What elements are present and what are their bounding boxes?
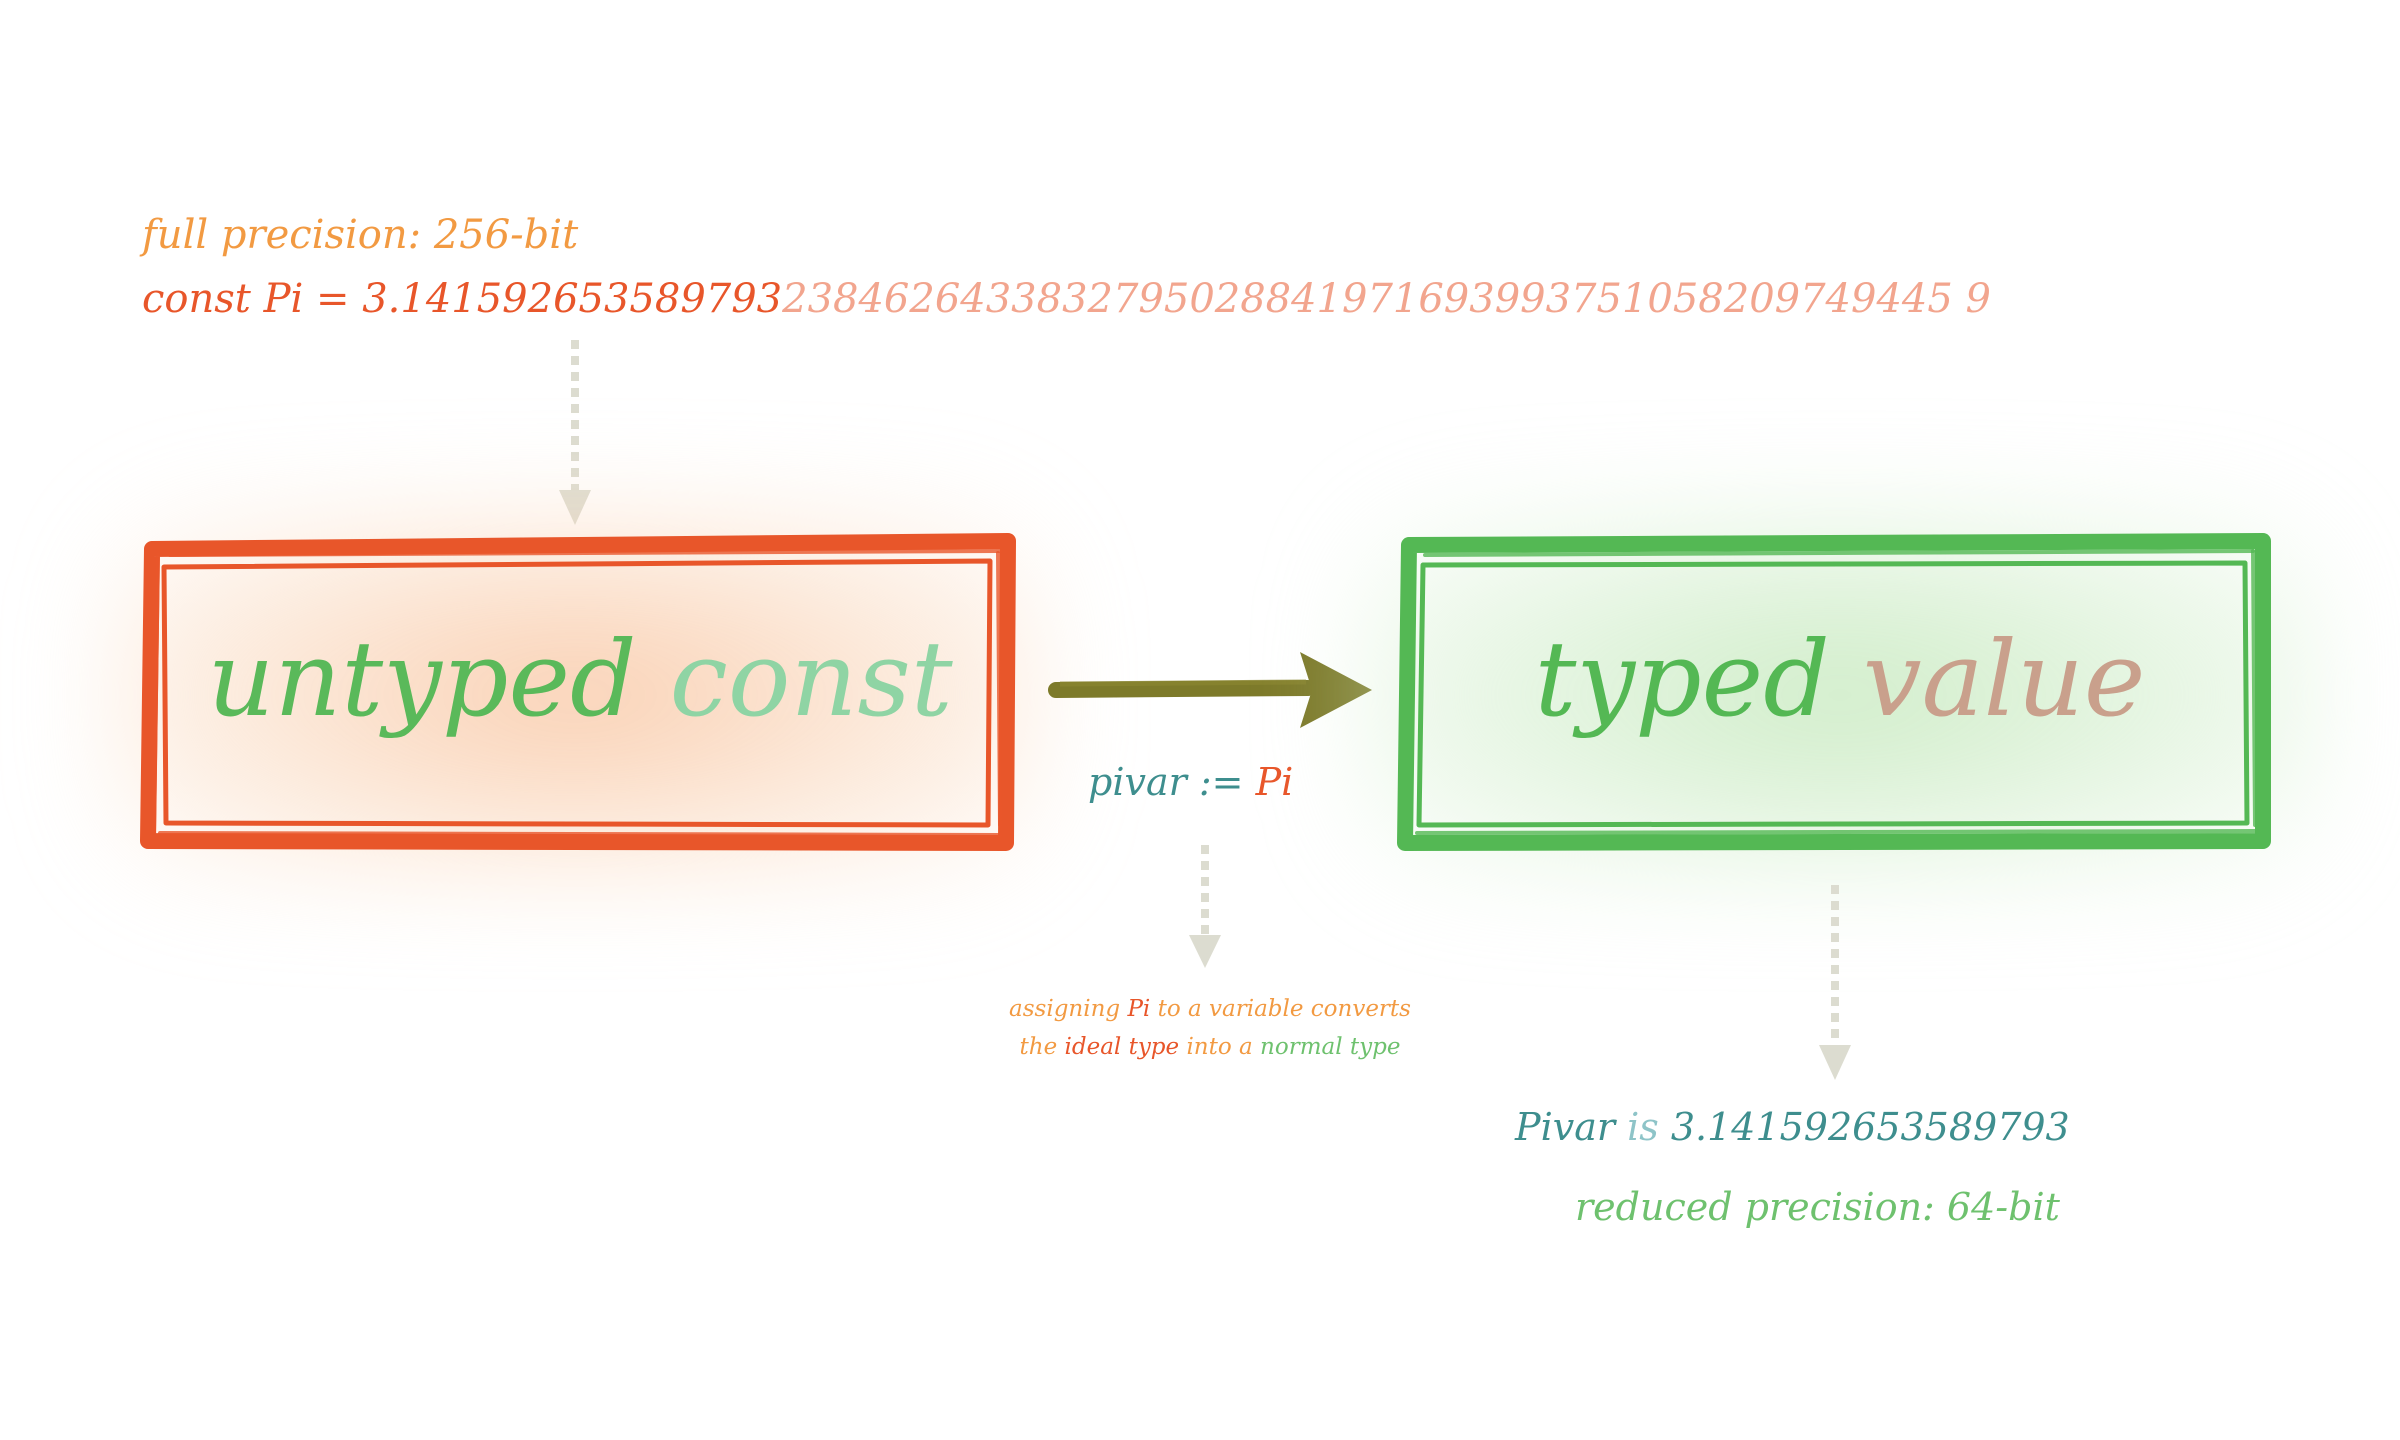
assignment-var: pivar [1088, 760, 1187, 804]
conversion-caption: assigning Pi to a variable converts the … [930, 990, 1490, 1066]
typed-box-glow [1360, 510, 2320, 880]
dotted-arrow-down-2 [1189, 845, 1221, 968]
caption-pi: Pi [1127, 996, 1151, 1022]
typed-word: typed [1534, 618, 1830, 740]
result-var: Pivar [1515, 1105, 1616, 1149]
assignment-expression: pivar := Pi [1088, 760, 1293, 804]
untyped-box-glow [110, 510, 1040, 880]
assignment-source: Pi [1255, 760, 1294, 804]
result-is: is [1615, 1105, 1671, 1149]
untyped-const-label: untyped const [150, 618, 1010, 740]
const-word: const [669, 618, 953, 740]
const-pi-value-strong: 3.141592653589793 [362, 276, 783, 322]
const-pi-declaration: const Pi = 3.141592653589793238462643383… [142, 276, 1991, 322]
reduced-precision-label: reduced precision: 64-bit [1575, 1185, 2060, 1229]
const-pi-value-faint: 2384626433832795028841971693993751058209… [782, 276, 1991, 322]
dotted-arrow-down-1 [559, 340, 591, 525]
caption-part-6: into a [1179, 1034, 1261, 1060]
untyped-word: untyped [207, 618, 637, 740]
caption-part-4: the [1019, 1034, 1065, 1060]
caption-part-3: to a variable converts [1150, 996, 1411, 1022]
caption-part-1: assigning [1009, 996, 1128, 1022]
untyped-const-frame [140, 533, 1016, 851]
full-precision-label: full precision: 256-bit [142, 212, 579, 258]
caption-ideal-type: ideal type [1064, 1034, 1180, 1060]
result-value: 3.141592653589793 [1670, 1105, 2070, 1149]
result-line: Pivar is 3.141592653589793 [1515, 1105, 2070, 1149]
conversion-arrow [1048, 652, 1372, 728]
dotted-arrow-down-3 [1819, 885, 1851, 1080]
typed-value-label: typed value [1410, 618, 2270, 740]
assignment-operator: := [1186, 760, 1256, 804]
const-pi-prefix: const Pi = [142, 276, 363, 322]
caption-normal-type: normal type [1260, 1034, 1401, 1060]
value-word: value [1862, 618, 2146, 740]
typed-value-frame [1397, 533, 2271, 851]
